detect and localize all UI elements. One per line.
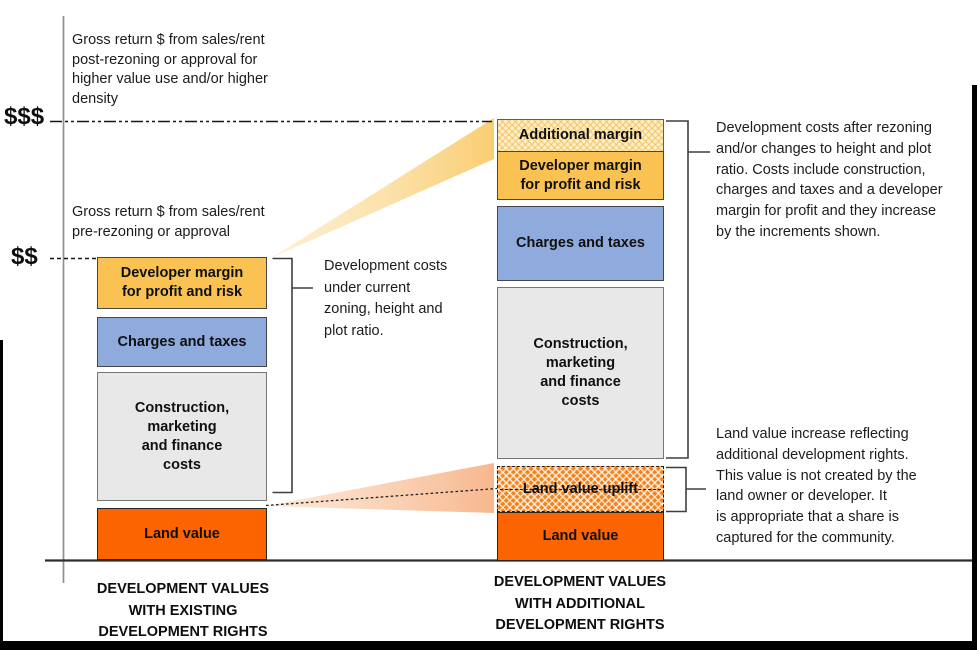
left-bar-developer-margin: Developer margin for profit and risk	[97, 257, 267, 309]
right-bar-additional-margin: Additional margin	[497, 119, 664, 152]
note-development-costs-after: Development costs after rezoning and/or …	[716, 120, 943, 240]
left-costs-bracket	[272, 257, 293, 494]
right-column-caption: DEVELOPMENT VALUES WITH ADDITIONAL DEVEL…	[493, 574, 667, 633]
land-uplift-wedge-icon	[266, 463, 494, 513]
left-bar-land-value: Land value	[97, 508, 267, 560]
margin-uplift-wedge-icon	[271, 118, 494, 258]
right-bar-land-value-uplift: Land value uplift	[497, 466, 664, 512]
land-uplift-dotted-line	[265, 487, 498, 507]
figure-frame-left	[0, 340, 3, 650]
right-costs-bracket	[666, 120, 689, 459]
note-gross-return-pre-rezoning: Gross return $ from sales/rent pre-rezon…	[72, 204, 265, 240]
uplift-bracket	[666, 466, 687, 513]
left-bar-construction-costs: Construction, marketing and finance cost…	[97, 372, 267, 501]
left-column-caption: DEVELOPMENT VALUES WITH EXISTING DEVELOP…	[96, 581, 270, 640]
right-bar-developer-margin: Developer margin for profit and risk	[497, 151, 664, 200]
note-gross-return-post-rezoning: Gross return $ from sales/rent post-rezo…	[72, 32, 268, 107]
note-land-value-increase: Land value increase reflecting additiona…	[716, 426, 917, 546]
note-development-costs-current: Development costs under current zoning, …	[324, 258, 448, 339]
left-bar-charges-taxes: Charges and taxes	[97, 317, 267, 367]
right-bar-charges-taxes: Charges and taxes	[497, 206, 664, 281]
axis-label-dollar-low: $$	[11, 243, 38, 270]
figure-frame-right	[972, 85, 977, 650]
uplift-label: Land value uplift	[522, 480, 639, 497]
axis-label-dollar-high: $$$	[4, 103, 45, 130]
right-bar-land-value: Land value	[497, 512, 664, 561]
uplift-dashed-line	[500, 489, 661, 490]
right-bar-construction-costs: Construction, marketing and finance cost…	[497, 287, 664, 459]
figure-frame-bottom	[0, 641, 977, 650]
